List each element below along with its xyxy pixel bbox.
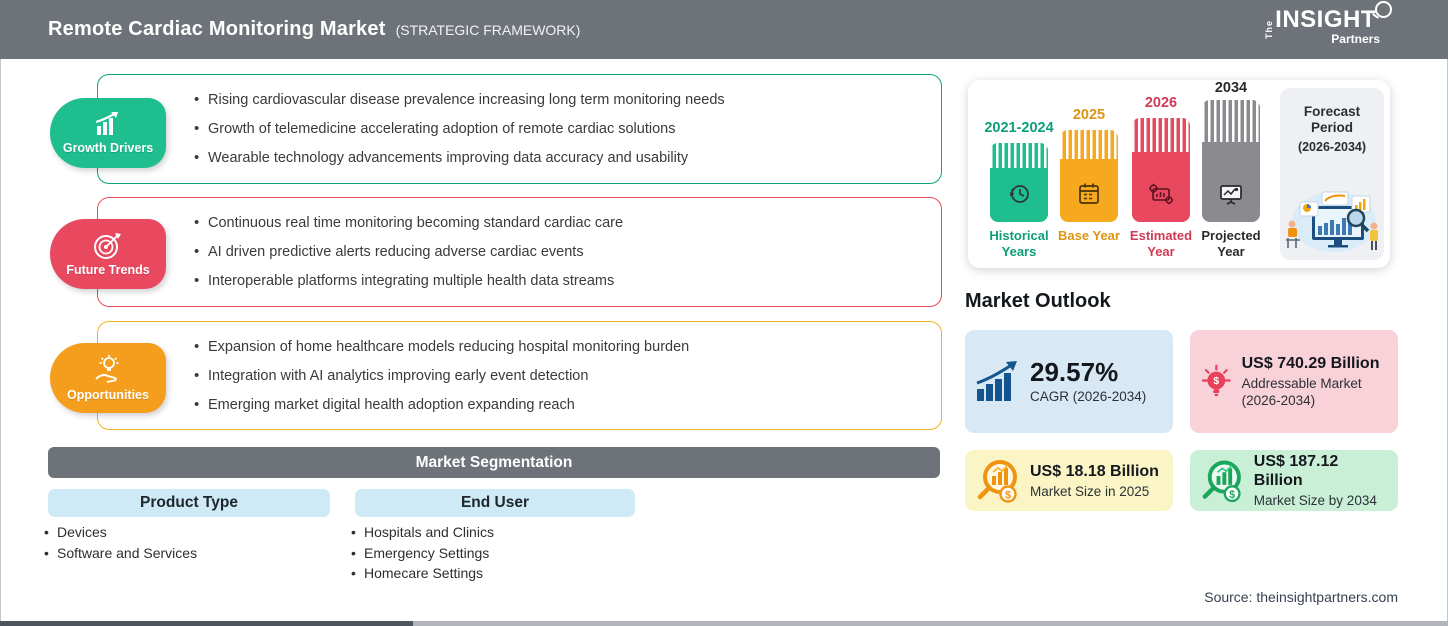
opportunities-list: Expansion of home healthcare models redu… [98, 322, 941, 429]
striped-cap [1132, 118, 1190, 152]
striped-cap [990, 143, 1048, 168]
bulb-hand-icon [95, 354, 119, 383]
future-trends-badge: Future Trends [50, 219, 166, 289]
market-size-2034-label: Market Size by 2034 [1253, 493, 1377, 508]
gear-chart-icon [1149, 183, 1174, 205]
future-trends-list: Continuous real time monitoring becoming… [98, 198, 941, 306]
product-type-list: Devices Software and Services [44, 522, 197, 563]
segmentation-title: Market Segmentation [415, 453, 573, 471]
list-item: Integration with AI analytics improving … [194, 367, 931, 385]
cagr-label: CAGR (2026-2034) [1030, 389, 1147, 404]
growth-bars-arrow-icon [976, 360, 1017, 401]
list-item: Expansion of home healthcare models redu… [194, 338, 931, 356]
addressable-market-card: $ US$ 740.29 Billion Addressable Market … [1190, 330, 1398, 433]
bottom-scrollbar-thumb[interactable] [0, 621, 413, 626]
badge-label: Opportunities [67, 387, 149, 402]
badge-label: Growth Drivers [62, 140, 154, 155]
list-item: Hospitals and Clinics [351, 522, 494, 543]
calendar-icon [1079, 183, 1099, 204]
historical-years-value: 2021-2024 [984, 120, 1054, 136]
logo-partners-text: Partners [1331, 32, 1380, 46]
growth-chart-icon [95, 111, 118, 135]
forecast-period-title: Forecast Period [1303, 104, 1361, 135]
source-attribution: Source: theinsightpartners.com [1204, 589, 1398, 605]
svg-text:$: $ [1213, 376, 1219, 387]
market-title: Remote Cardiac Monitoring Market [48, 18, 386, 40]
striped-cap [1202, 100, 1260, 142]
addressable-market-label: Addressable Market (2026-2034) [1241, 376, 1362, 408]
svg-text:$: $ [1229, 489, 1235, 501]
estimated-year-value: 2026 [1144, 95, 1178, 111]
list-item: AI driven predictive alerts reducing adv… [194, 243, 931, 261]
projected-year-value: 2034 [1214, 80, 1248, 96]
historical-years-bar [990, 143, 1048, 222]
market-subtitle: (STRATEGIC FRAMEWORK) [395, 22, 581, 38]
list-item: Homecare Settings [351, 563, 494, 584]
market-size-2025-value: US$ 18.18 Billion [1030, 462, 1159, 480]
bottom-scrollbar-track [0, 621, 1448, 626]
presentation-icon [1220, 185, 1242, 205]
svg-text:$: $ [1005, 489, 1011, 501]
forecast-period-panel: Forecast Period (2026-2034) [1280, 88, 1384, 260]
target-icon [94, 232, 121, 259]
history-clock-icon [1010, 185, 1029, 203]
list-item: Wearable technology advancements improvi… [194, 149, 931, 167]
cagr-value: 29.57% [1030, 357, 1119, 387]
market-size-2034-card: $ US$ 187.12 Billion Market Size by 2034 [1190, 450, 1398, 511]
logo-the-text: The [1264, 19, 1275, 39]
market-outlook-title: Market Outlook [965, 290, 1111, 312]
growth-drivers-list: Rising cardiovascular disease prevalence… [98, 75, 941, 183]
historical-years-label: Historical Years [989, 228, 1049, 259]
badge-label: Future Trends [66, 262, 150, 277]
list-item: Interoperable platforms integrating mult… [194, 272, 931, 290]
estimated-year-bar [1132, 118, 1190, 222]
end-user-list: Hospitals and Clinics Emergency Settings… [351, 522, 494, 584]
cagr-card: 29.57% CAGR (2026-2034) [965, 330, 1173, 433]
projected-year-bar [1202, 100, 1260, 222]
future-trends-box: Continuous real time monitoring becoming… [97, 197, 942, 307]
logo-insight-text: INSIGHT [1275, 1, 1392, 32]
base-year-value: 2025 [1072, 107, 1106, 123]
opportunities-box: Expansion of home healthcare models redu… [97, 321, 942, 430]
dollar-bulb-icon: $ [1201, 364, 1231, 396]
magnifier-chart-orange-icon: $ [977, 459, 1017, 503]
header-bar: Remote Cardiac Monitoring Market (STRATE… [0, 0, 1448, 59]
growth-drivers-badge: Growth Drivers [50, 98, 166, 168]
projected-year-label: Projected Year [1201, 228, 1261, 259]
market-size-2034-value: US$ 187.12 Billion [1253, 453, 1339, 489]
list-item: Devices [44, 522, 197, 543]
list-item: Growth of telemedicine accelerating adop… [194, 120, 931, 138]
page-title: Remote Cardiac Monitoring Market (STRATE… [48, 18, 580, 41]
growth-drivers-box: Rising cardiovascular disease prevalence… [97, 74, 942, 184]
end-user-header: End User [355, 489, 635, 517]
list-item: Emerging market digital health adoption … [194, 396, 931, 414]
base-year-bar [1060, 130, 1118, 222]
list-item: Rising cardiovascular disease prevalence… [194, 91, 931, 109]
list-item: Continuous real time monitoring becoming… [194, 214, 931, 232]
striped-cap [1060, 130, 1118, 159]
forecast-period-range: (2026-2034) [1297, 140, 1367, 154]
base-year-label: Base Year [1058, 228, 1120, 243]
insight-partners-logo: The INSIGHT Partners [1263, 1, 1392, 46]
magnifier-icon [1375, 1, 1392, 18]
estimated-year-label: Estimated Year [1129, 228, 1193, 259]
analysts-illustration [1286, 191, 1378, 252]
market-segmentation-bar: Market Segmentation [48, 447, 940, 478]
product-type-header: Product Type [48, 489, 330, 517]
list-item: Software and Services [44, 543, 197, 564]
list-item: Emergency Settings [351, 543, 494, 564]
opportunities-badge: Opportunities [50, 343, 166, 413]
market-size-2025-card: $ US$ 18.18 Billion Market Size in 2025 [965, 450, 1173, 511]
timeline-card: 2021-2024 2025 2026 2034 [968, 80, 1390, 268]
market-size-2025-label: Market Size in 2025 [1030, 483, 1150, 499]
addressable-market-value: US$ 740.29 Billion [1241, 355, 1380, 372]
magnifier-chart-green-icon: $ [1202, 460, 1241, 502]
